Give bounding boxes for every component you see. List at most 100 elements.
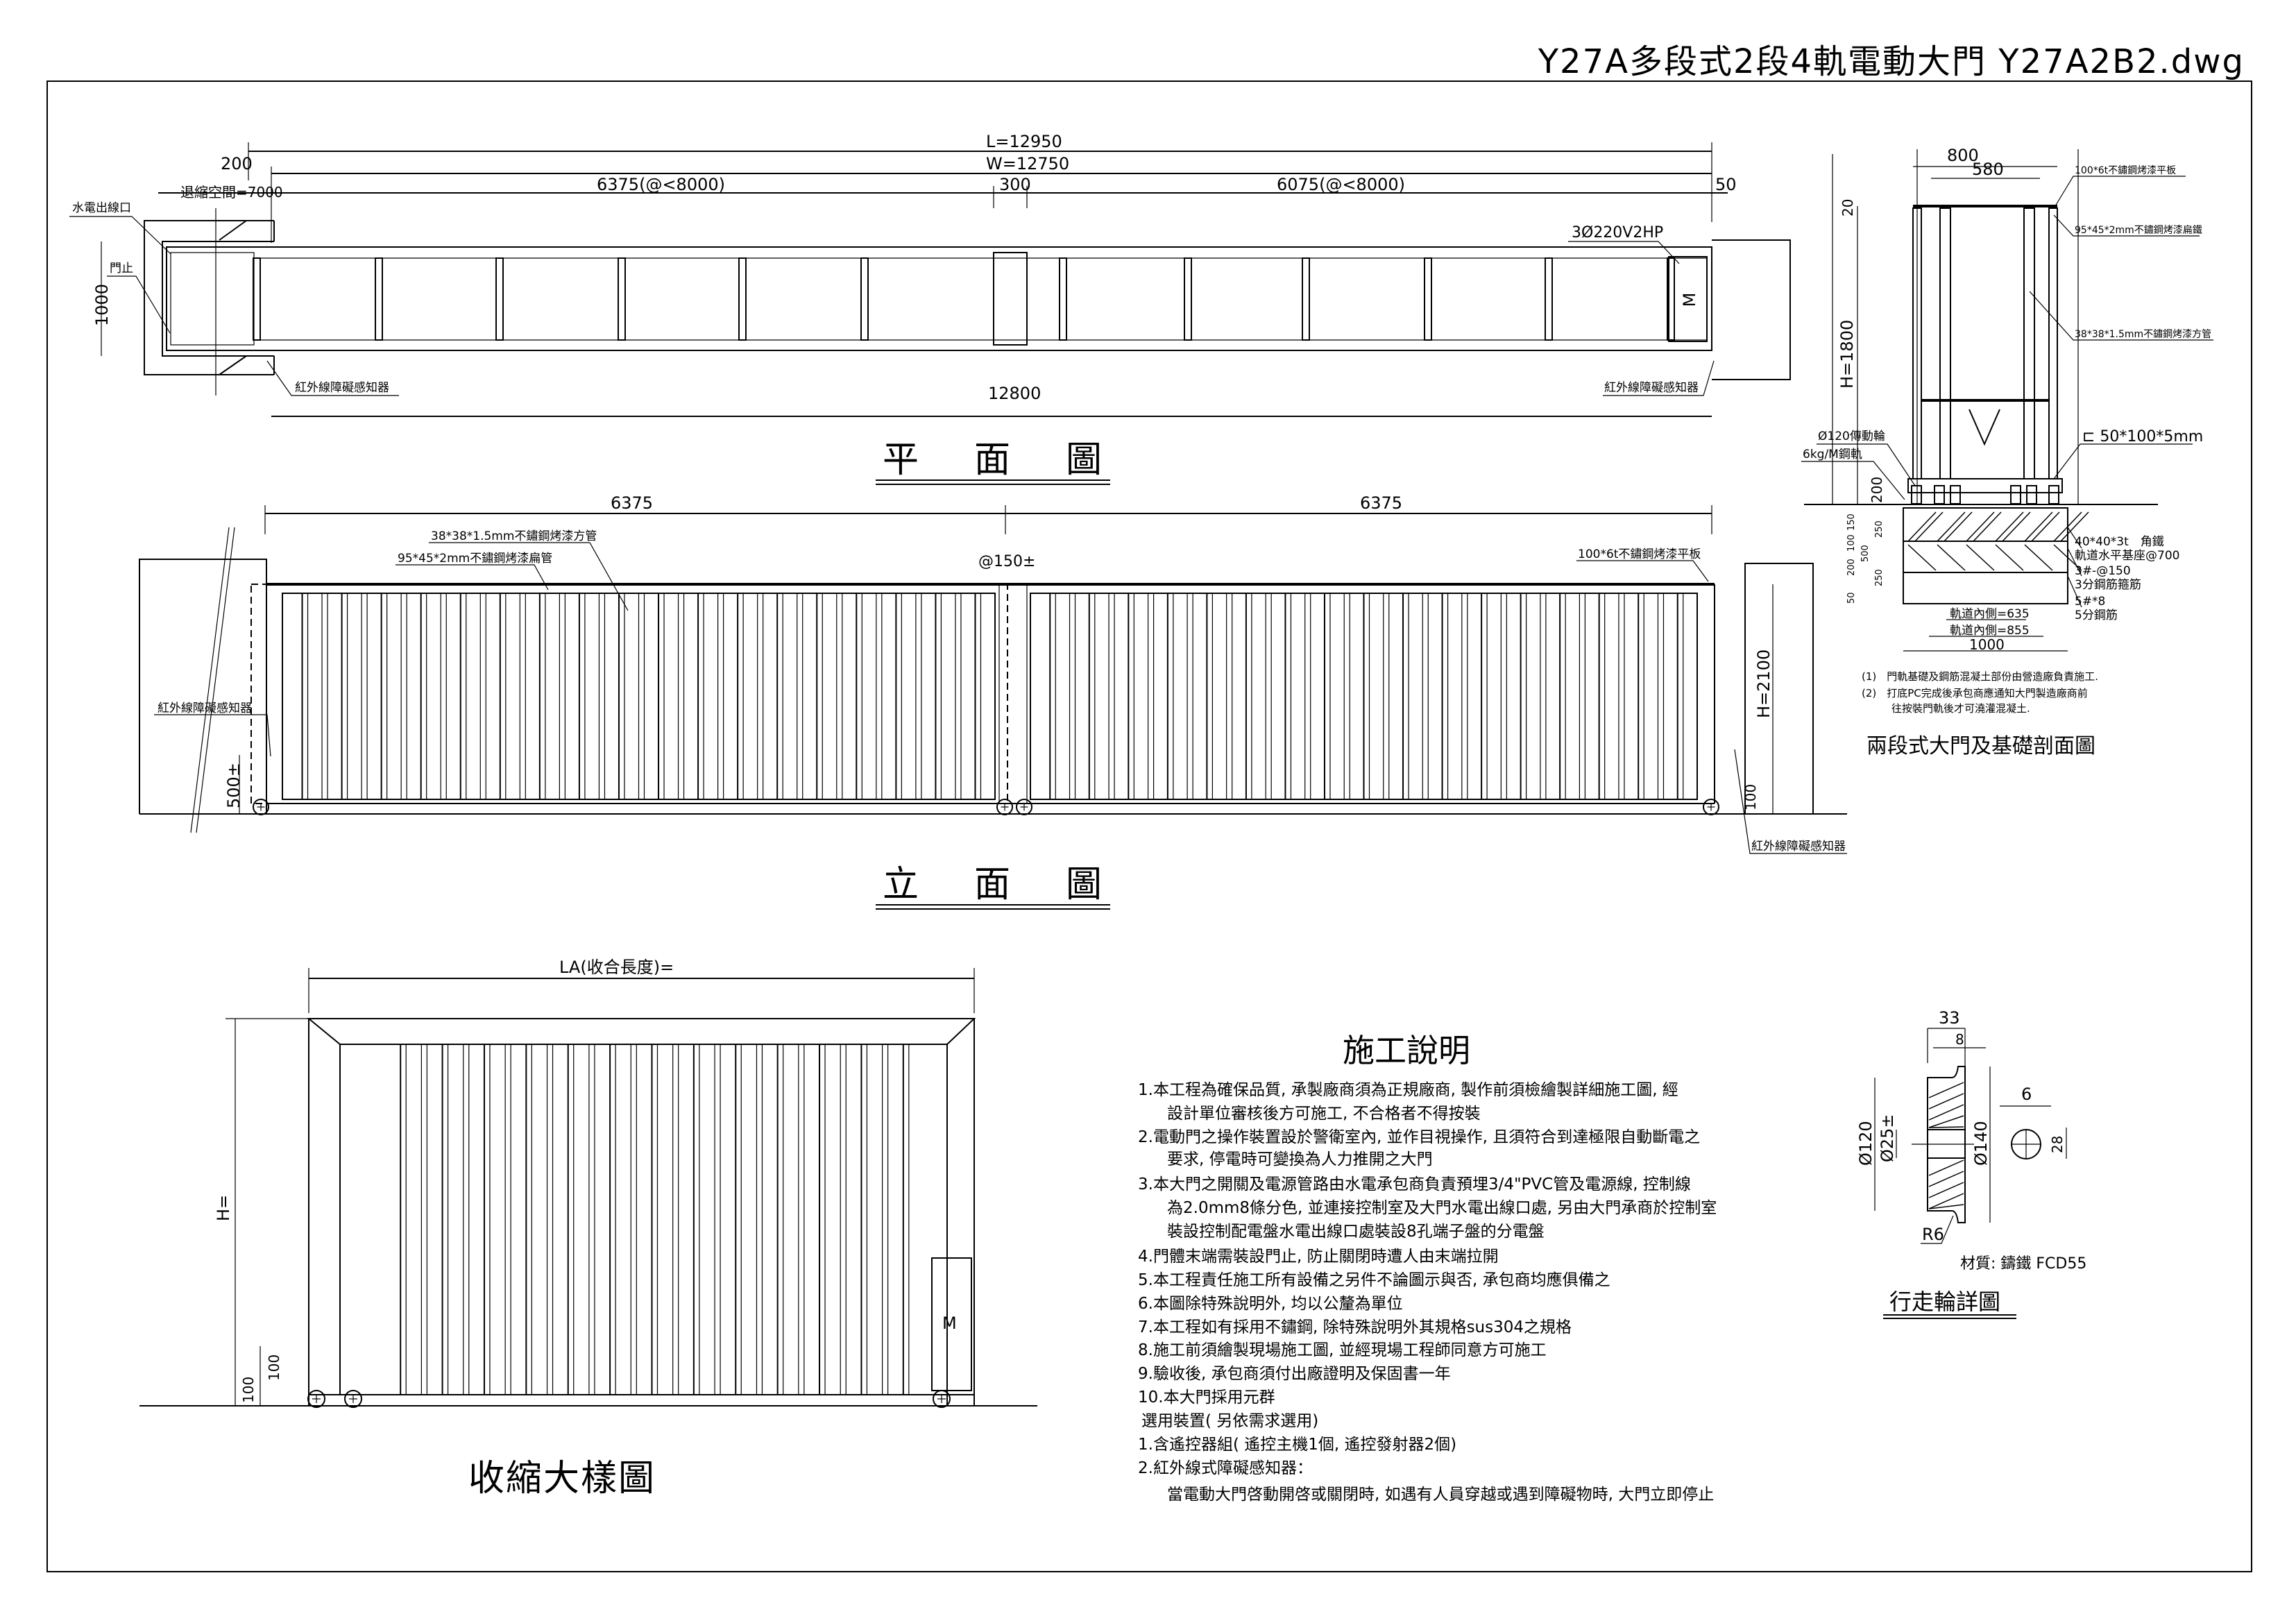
section-bottom-beam bbox=[1907, 478, 2063, 493]
note-line: 1.本工程為確保品質, 承製廠商須為正規廠商, 製作前須檢繪製詳細施工圖, 經 bbox=[1138, 1081, 1678, 1099]
roller-icon bbox=[2026, 485, 2037, 504]
section-label-base: 軌道水平基座@700 bbox=[2075, 549, 2179, 563]
small-dim: 100 bbox=[1846, 534, 1857, 552]
section-inner-post bbox=[1939, 207, 1951, 479]
hatch-line bbox=[1928, 1082, 1964, 1098]
small-dim: 150 bbox=[1846, 513, 1857, 531]
compact-view-title: 收縮大樣圖 bbox=[468, 1458, 656, 1499]
note-line: 5.本工程責任施工所有設備之另件不論圖示與否, 承包商均應俱備之 bbox=[1138, 1271, 1610, 1289]
hatch-line bbox=[1928, 1104, 1964, 1121]
left-post-recess bbox=[162, 241, 274, 357]
dim-inner-855: 軌道內側=855 bbox=[1950, 624, 2030, 638]
section-note-2: (2) 打底PC完成後承包商應通知大門製造廠商前 bbox=[1862, 687, 2088, 699]
hatch-line bbox=[2024, 544, 2053, 571]
plan-stile bbox=[1184, 257, 1192, 341]
dim-8: 8 bbox=[1955, 1031, 1964, 1048]
section-hatch bbox=[1907, 511, 2089, 571]
leader bbox=[1734, 749, 1847, 854]
leader-outlet bbox=[69, 216, 171, 255]
label-outlet: 水電出線口 bbox=[72, 201, 131, 215]
plan-stile bbox=[1424, 257, 1432, 341]
roller-icon bbox=[1950, 485, 1961, 504]
hatch-line bbox=[1966, 511, 1995, 542]
section-small-dims: 150 100 200 50 500 250 250 bbox=[1846, 513, 1885, 604]
dim-200: 200 bbox=[1869, 477, 1885, 503]
dim-depth-text: 1000 bbox=[92, 284, 112, 326]
note-line: 10.本大門採用元群 bbox=[1138, 1388, 1275, 1407]
motor-mark: M bbox=[1680, 293, 1699, 307]
leader bbox=[2067, 527, 2082, 549]
compact-slats bbox=[400, 1044, 910, 1395]
dim-6: 6 bbox=[2021, 1085, 2032, 1104]
plan-stile bbox=[375, 257, 383, 341]
section-label-wheel: Ø120傳動輪 bbox=[1818, 430, 1885, 443]
wheel-detail: 33 8 Ø120 Ø25± Ø140 6 28 R6 材質: 鑄鐵 FCD55… bbox=[1856, 1008, 2086, 1319]
dim-1000: 1000 bbox=[1969, 636, 2005, 653]
dim-100b: 100 bbox=[240, 1377, 257, 1403]
dim-seg4-text: 50 bbox=[1715, 175, 1737, 194]
plan-stiles bbox=[253, 257, 1675, 341]
leader bbox=[2067, 547, 2082, 577]
dim-L-text: L=12950 bbox=[986, 132, 1062, 151]
note-line: 6.本圖除特殊說明外, 均以公釐為單位 bbox=[1138, 1295, 1403, 1313]
sheet-border bbox=[46, 80, 2252, 1572]
plan-stile bbox=[860, 257, 869, 341]
label-flat-tube: 95*45*2mm不鏽鋼烤漆扁管 bbox=[398, 552, 552, 566]
hatch-line bbox=[2024, 511, 2053, 542]
leader bbox=[1921, 1215, 1954, 1244]
dim-right-text: 6375 bbox=[1360, 493, 1402, 513]
label-spacing: @150± bbox=[978, 553, 1035, 570]
dim-20: 20 bbox=[1839, 199, 1856, 216]
plan-stile bbox=[1059, 257, 1067, 341]
leader bbox=[2029, 291, 2213, 341]
elevation-wheels bbox=[253, 799, 1719, 815]
hatch-line bbox=[1928, 1182, 1964, 1198]
small-dim: 250 bbox=[1874, 569, 1885, 586]
note-line: 3.本大門之開關及電源管路由水電承包商負責預埋3/4"PVC管及電源線, 控制線 bbox=[1138, 1175, 1691, 1193]
leader bbox=[1817, 443, 1916, 486]
dim-100a: 100 bbox=[266, 1354, 282, 1381]
note-line: 選用裝置( 另依需求選用) bbox=[1141, 1412, 1318, 1430]
hatch-line bbox=[1928, 1093, 1964, 1110]
plan-stile bbox=[1302, 257, 1310, 341]
hatch-line bbox=[1937, 511, 1966, 542]
wheel-icon bbox=[307, 1390, 325, 1408]
compact-wheels bbox=[307, 1390, 951, 1408]
section-outer-post bbox=[2048, 207, 2058, 479]
leader bbox=[396, 564, 549, 590]
roller-icon bbox=[2010, 485, 2021, 504]
roller-icon bbox=[1911, 485, 1922, 504]
hatch-line bbox=[1966, 544, 1995, 571]
label-sensor-right-elev: 紅外線障礙感知器 bbox=[1751, 840, 1846, 853]
dim-28: 28 bbox=[2049, 1136, 2066, 1153]
dim-R6: R6 bbox=[1922, 1225, 1944, 1244]
label-plate: 100*6t不鏽鋼烤漆平板 bbox=[1578, 547, 1701, 561]
wheel-icon bbox=[253, 799, 269, 815]
section-title: 兩段式大門及基礎剖面圖 bbox=[1866, 734, 2095, 758]
note-line: 設計單位審核後方可施工, 不合格者不得按裝 bbox=[1167, 1105, 1481, 1123]
dim-25: Ø25± bbox=[1878, 1114, 1897, 1162]
leader bbox=[2053, 214, 2200, 237]
leader-motor bbox=[1568, 241, 1680, 264]
wheel-icon bbox=[933, 1390, 951, 1408]
section-label-rebar2-desc: 5分鋼筋 bbox=[2075, 609, 2118, 622]
section-label-flat: 95*45*2mm不鏽鋼烤漆扁鐵 bbox=[2075, 224, 2202, 236]
roller-icon bbox=[2048, 485, 2059, 504]
label-sensor-right: 紅外線障礙感知器 bbox=[1604, 381, 1699, 395]
section-wheels bbox=[1911, 485, 2059, 504]
elevation-slats bbox=[301, 593, 1684, 799]
wheel-profile bbox=[1927, 1066, 1966, 1223]
compact-top-trim bbox=[307, 1018, 976, 1045]
leader-sensor bbox=[1603, 360, 1715, 396]
dim-retreat-text: 退縮空間=7000 bbox=[180, 184, 283, 201]
section-note-3: 往按裝門軌後才可澆灌混凝土. bbox=[1891, 702, 2030, 715]
hatch-line bbox=[1928, 1159, 1964, 1176]
hatch-line bbox=[1937, 544, 1966, 571]
dim-H-text: H= bbox=[214, 1195, 233, 1221]
section-label-rebar1: 3#-@150 bbox=[2075, 564, 2131, 578]
small-dim: 50 bbox=[1846, 592, 1857, 604]
panel-joint bbox=[998, 584, 1028, 804]
dim-580: 580 bbox=[1972, 160, 2004, 179]
drawing-title: Y27A多段式2段4軌電動大門 Y27A2B2.dwg bbox=[1538, 42, 2245, 81]
dim-height: H=2100 bbox=[1754, 649, 1774, 718]
